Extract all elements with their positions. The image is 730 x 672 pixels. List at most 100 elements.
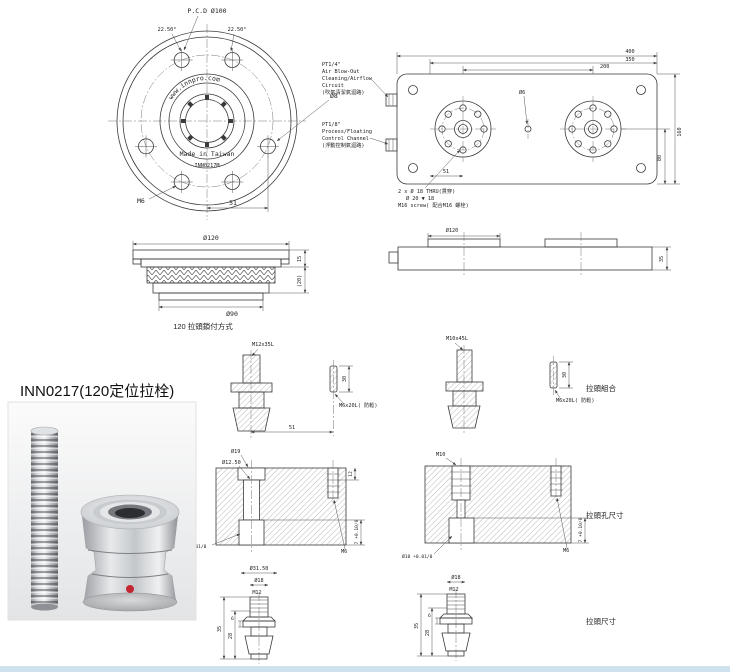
dim6-right-label: 6 (428, 613, 431, 619)
made-in-label: Made in Taiwan (180, 150, 235, 158)
product-title: INN0217(120定位拉栓) (20, 383, 174, 400)
dim51-label: 51 (229, 199, 237, 207)
m12-stud-right-label: M12 (449, 587, 458, 593)
bolt-pattern-right (560, 96, 626, 162)
block-section (424, 465, 572, 544)
flange-lip-left (132, 258, 142, 265)
flange-layer4 (152, 282, 270, 294)
pt14-line1: PT1/4" (322, 62, 341, 68)
pt18-leader (369, 137, 389, 145)
pt18-callout: PT1/8" Process/Floating Control Channel … (322, 122, 389, 149)
note-line3: M16 screw( 配合M16 螺栓) (398, 201, 469, 209)
dim7-left-label: 7 +0.10/0 (354, 519, 360, 544)
hole-section-caption: 拉頭孔尺寸 (586, 510, 624, 520)
pin30-left-label: 30 (342, 376, 348, 382)
spline-outer-circle (179, 93, 235, 149)
stud-caption: 拉頭尺寸 (586, 616, 616, 626)
note-line1: 2 x Ø 18 THRU(貫穿) (398, 187, 455, 195)
flange-base (158, 292, 264, 301)
photo-clamp-chuck (80, 494, 180, 612)
pin30-right-label: 30 (562, 372, 568, 378)
hole-section-right: M10 Ø18 +0.01/0 7 +0.10/0 M6 拉頭孔尺寸 (402, 452, 624, 560)
bolt-circle (140, 54, 274, 188)
m10x45-label: M10x45L (446, 336, 468, 342)
plate-corner-holes (408, 85, 646, 173)
boss-circle-inner (168, 82, 246, 160)
angle-right-leader (230, 33, 235, 52)
dia8-leader (276, 99, 330, 142)
dim12-label: 12 (348, 471, 354, 477)
m12x35-label: M12x35L (252, 342, 274, 348)
dia90-label: Ø90 (226, 310, 238, 318)
dia1250-label: Ø12.50 (222, 459, 241, 466)
stud-thread-section (242, 354, 261, 384)
flange-layer2 (140, 258, 282, 268)
flange-top-plate (132, 249, 290, 260)
stud-thread-ticks (250, 599, 268, 613)
spline-teeth (181, 95, 233, 147)
dia6-label: Ø6 (519, 89, 525, 96)
angle-left-leader (171, 33, 182, 52)
m6-right-label: M6 (563, 548, 569, 554)
dim200-label: 200 (600, 64, 609, 70)
front-view: www.innpro.com Made in Taiwan INN0217M P… (108, 7, 338, 220)
pt14-line5: (吹氣清潔氣迴路) (322, 88, 365, 96)
hole-section-left: Ø19 Ø12.50 12 7 +0.10/0 Ø18 +0.01/0 M6 (176, 448, 365, 555)
pt18-line3: Control Channel (322, 136, 369, 142)
dia120-boss-label: Ø120 (446, 227, 459, 234)
pcd-leader (183, 15, 199, 51)
block-section (215, 467, 347, 546)
photo-threaded-stud (30, 426, 59, 611)
dim160-label: 160 (677, 127, 683, 136)
pt14-line3: Cleaning/Airflow (322, 76, 373, 82)
stud-head (244, 635, 274, 655)
bottom-strip (0, 666, 730, 672)
dia18-stud-left-label: Ø18 (254, 577, 263, 584)
dim35-left-label: 35 (217, 626, 223, 632)
stud-tip (447, 650, 465, 657)
stud-flange-section (230, 382, 273, 393)
dia120-flange-label: Ø120 (203, 234, 219, 242)
dia18-stud-right-label: Ø18 (451, 574, 460, 581)
dim20-label: (20) (297, 275, 303, 288)
dim51-plate-label: 51 (443, 169, 449, 175)
stud-neck-section (452, 390, 477, 407)
stud-thread-ticks (447, 596, 465, 610)
bolt-holes (135, 49, 279, 193)
dim350-label: 350 (625, 57, 634, 63)
stud-flange-section (445, 381, 484, 392)
pt14-line2: Air Blow-Out (322, 69, 359, 75)
angle-right-label: 22.50° (228, 27, 247, 33)
stud-tip (250, 653, 268, 660)
pin-label-right: M6x20L( 防鬆) (556, 396, 594, 404)
model-label: INN0217M (195, 163, 220, 169)
flange-serration (146, 266, 276, 284)
flange-caption: 120 拉頭鎖付方式 (173, 321, 233, 331)
boss-circle-outer (159, 73, 255, 169)
pt18-line4: (浮動控制氣迴路) (322, 141, 365, 149)
plate-side-section: Ø120 35 (388, 227, 671, 277)
flange-side-section: Ø120 15 (20) Ø90 120 拉頭鎖付方式 (132, 234, 309, 331)
angle-left-label: 22.50° (158, 27, 177, 33)
dia8-label: Ø8 (330, 92, 338, 100)
dia6-leader (523, 95, 528, 125)
side-port (388, 251, 399, 264)
pin-label-left: M6x20L( 防鬆) (339, 401, 377, 409)
dia19-label: Ø19 (231, 448, 240, 455)
dim400-label: 400 (625, 49, 634, 55)
note-leader (424, 149, 461, 189)
dim28-left-label: 28 (228, 633, 234, 639)
pt18-line1: PT1/8" (322, 122, 341, 128)
product-photo (7, 401, 197, 621)
dim51-assembly-label: 51 (289, 425, 295, 431)
m6-left-label: M6 (341, 549, 347, 555)
dim28-right-label: 28 (425, 630, 431, 636)
dim6-left-label: 6 (231, 616, 234, 622)
pt14-callout: PT1/4" Air Blow-Out Cleaning/Airflow Cir… (322, 62, 389, 98)
assembly-caption: 拉頭組合 (586, 383, 616, 393)
flange-lip-right (280, 258, 290, 265)
m6-label: M6 (137, 197, 145, 205)
plate-body (397, 246, 653, 271)
